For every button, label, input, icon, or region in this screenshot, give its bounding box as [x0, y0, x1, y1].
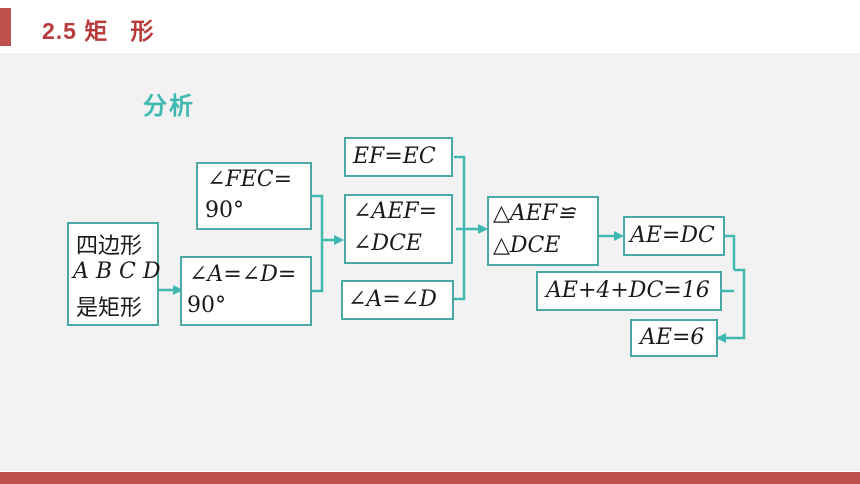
box-angle-a-d: ∠A=∠D: [341, 280, 454, 320]
box-result: AE=6: [630, 319, 718, 357]
box-ef-ec: EF=EC: [344, 137, 453, 177]
ae-dc-text: AE=DC: [630, 223, 715, 248]
box-angle-aef-dce: ∠AEF= ∠DCE: [344, 194, 453, 264]
angle-aef-line-1: ∠AEF=: [353, 199, 438, 224]
result-text: AE=6: [640, 325, 705, 350]
angle-fec-line-1: ∠FEC=: [207, 167, 293, 192]
header: 2.5 矩 形: [0, 0, 860, 53]
congruent-line-2: △DCE: [493, 233, 561, 258]
arrow-to-result: [716, 268, 746, 343]
box-rectangle-premise: 四边形 A B C D 是矩形: [67, 222, 161, 326]
box-sum-equation: AE+4+DC=16: [536, 271, 722, 311]
sum-text: AE+4+DC=16: [546, 278, 710, 303]
footer-accent-bar: [0, 472, 860, 484]
angle-ad-line-2: 90°: [187, 293, 226, 318]
congruent-line-1: △AEF≌: [493, 201, 576, 226]
angle-fec-line-2: 90°: [205, 198, 244, 223]
premise-line-2: A B C D: [73, 259, 161, 284]
box-angle-a-d-right: ∠A=∠D= 90°: [180, 256, 312, 326]
connector-ae-dc: [725, 234, 736, 270]
analysis-label: 分析: [143, 93, 195, 120]
box-ae-dc: AE=DC: [623, 216, 725, 256]
angle-aef-line-2: ∠DCE: [353, 231, 422, 256]
box-angle-fec: ∠FEC= 90°: [196, 162, 312, 230]
box-congruent-triangles: △AEF≌ △DCE: [487, 196, 599, 266]
section-title: 2.5 矩 形: [42, 18, 155, 44]
angle-ad-line-1: ∠A=∠D=: [189, 262, 297, 287]
ef-ec-text: EF=EC: [353, 144, 436, 169]
premise-line-1: 四边形: [76, 234, 143, 259]
header-accent-bar: [0, 8, 11, 46]
angle-a-d-text: ∠A=∠D: [348, 287, 437, 312]
premise-line-3: 是矩形: [76, 296, 143, 321]
bracket-left-group: [312, 194, 324, 293]
